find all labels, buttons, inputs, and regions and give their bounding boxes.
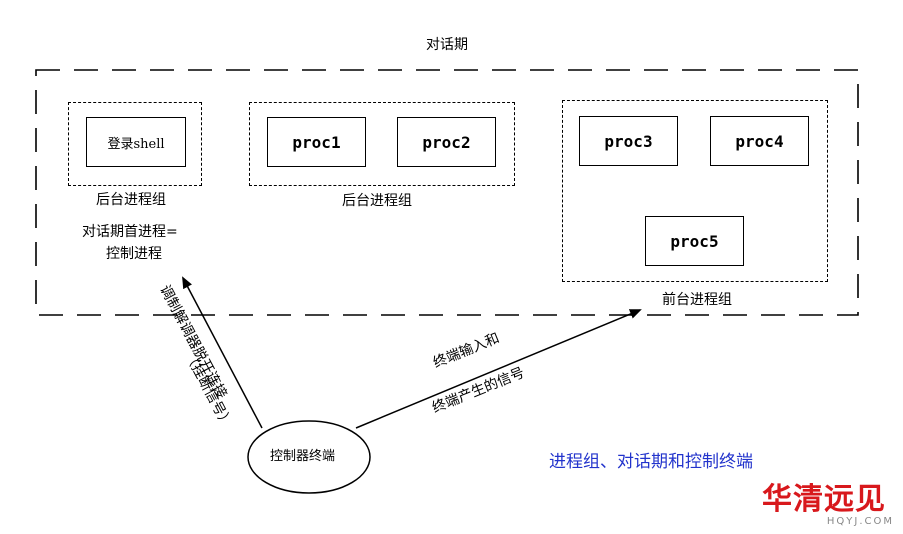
background-group-label: 后台进程组 bbox=[342, 193, 412, 209]
proc5-box: proc5 bbox=[645, 216, 744, 266]
logo-brand-text: 华清远见 bbox=[762, 482, 886, 517]
proc1-box: proc1 bbox=[267, 117, 366, 167]
session-leader-line1: 对话期首进程= bbox=[82, 224, 178, 240]
foreground-process-group bbox=[562, 100, 828, 282]
login-group-label: 后台进程组 bbox=[96, 192, 166, 208]
proc5-label: proc5 bbox=[670, 231, 719, 251]
proc2-label: proc2 bbox=[422, 132, 471, 152]
proc1-label: proc1 bbox=[292, 132, 341, 152]
terminal-ellipse bbox=[247, 420, 371, 494]
hangup-arrow bbox=[182, 276, 263, 429]
terminal-label: 控制器终端 bbox=[270, 449, 336, 464]
proc2-box: proc2 bbox=[397, 117, 496, 167]
background-process-group bbox=[249, 102, 515, 186]
login-shell-box: 登录shell bbox=[86, 117, 186, 167]
proc4-label: proc4 bbox=[735, 131, 784, 151]
hqyj-logo: 华清远见 HQYJ.COM bbox=[762, 484, 900, 532]
session-title: 对话期 bbox=[426, 37, 468, 53]
foreground-group-label: 前台进程组 bbox=[662, 292, 732, 308]
proc3-label: proc3 bbox=[604, 131, 653, 151]
session-leader-line2: 控制进程 bbox=[106, 246, 162, 262]
proc3-box: proc3 bbox=[579, 116, 678, 166]
diagram-caption: 进程组、对话期和控制终端 bbox=[549, 452, 753, 472]
proc4-box: proc4 bbox=[710, 116, 809, 166]
input-arrow bbox=[355, 309, 642, 429]
login-process-group bbox=[68, 102, 202, 186]
logo-domain-text: HQYJ.COM bbox=[826, 516, 894, 527]
login-shell-label: 登录shell bbox=[107, 136, 165, 152]
